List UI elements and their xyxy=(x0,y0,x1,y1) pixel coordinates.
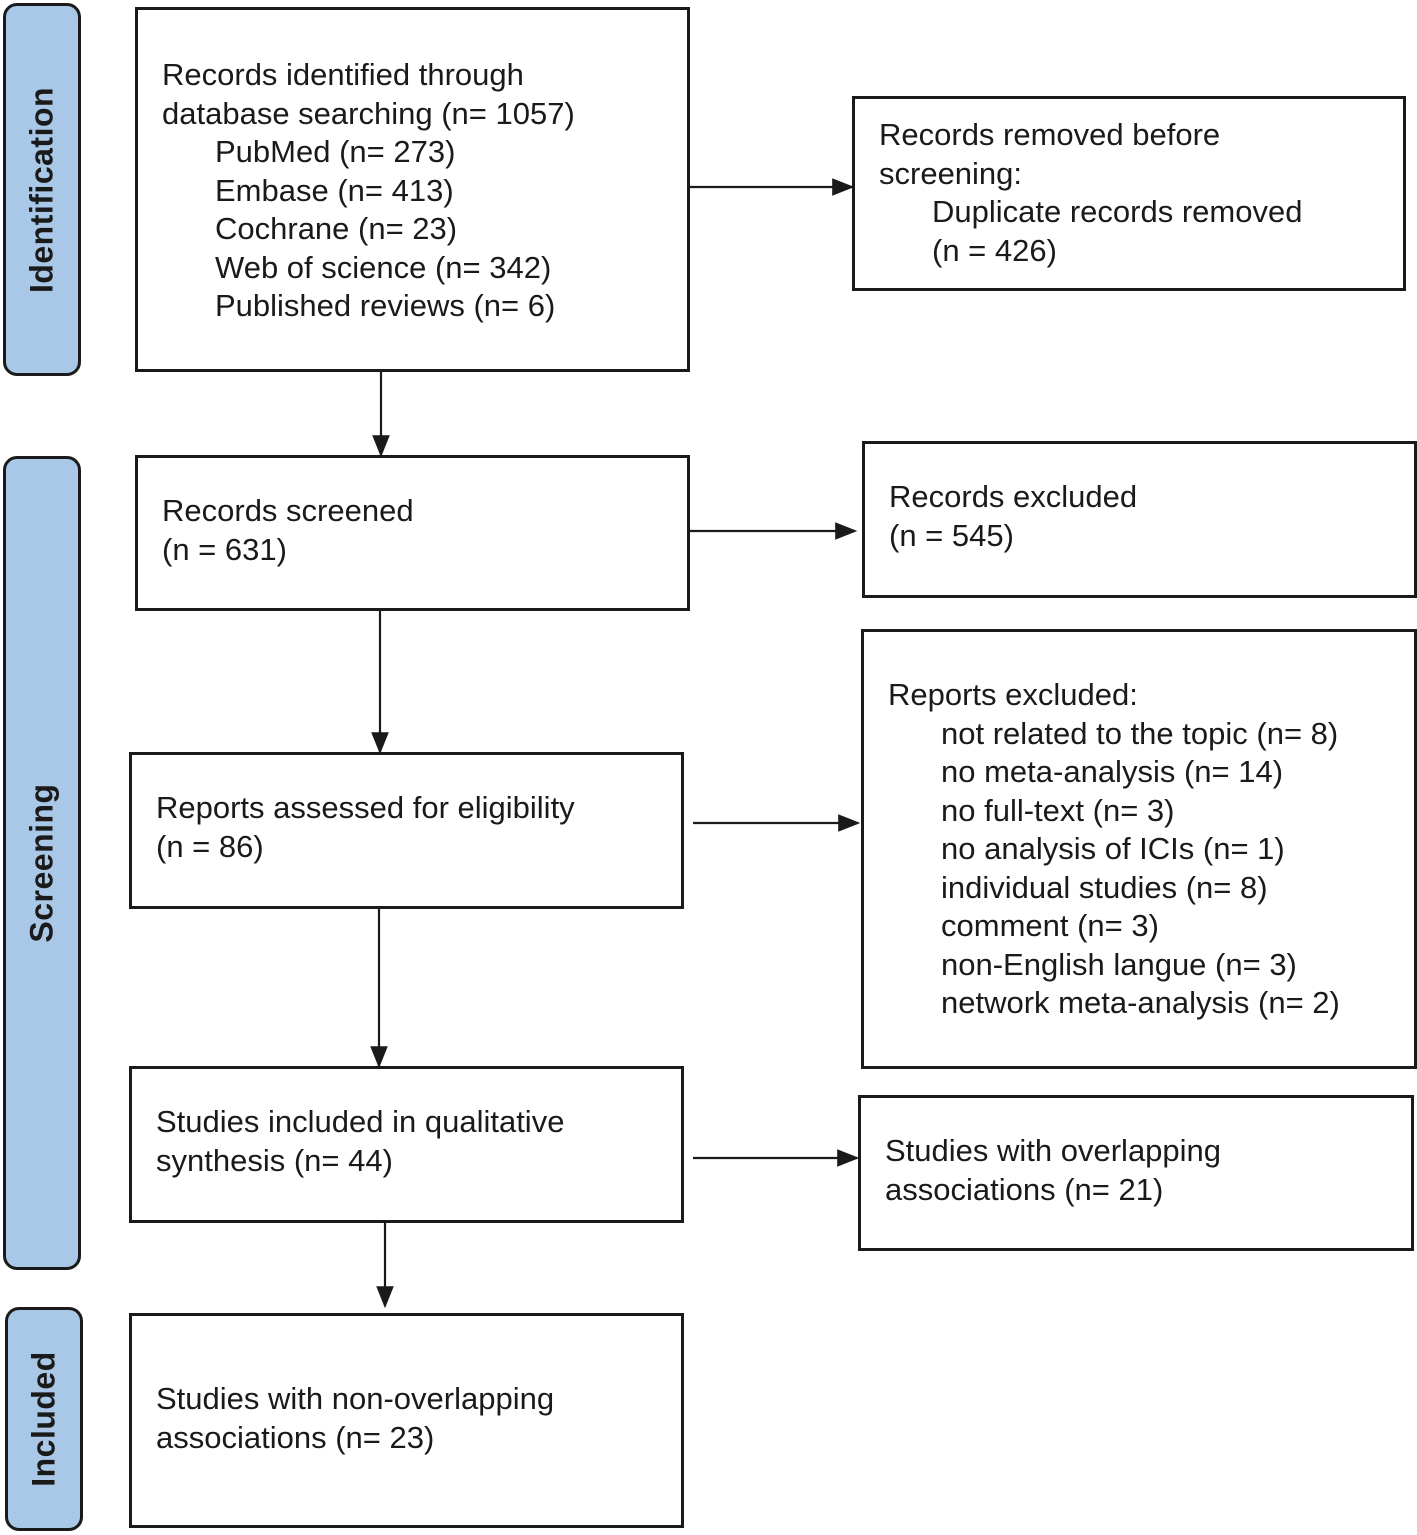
records-removed-line: screening: xyxy=(879,155,1023,191)
records-identified-line: Records identified through xyxy=(162,57,524,92)
non-overlapping-associations-line: associations (n= 23) xyxy=(156,1419,435,1455)
reports-excluded-heading: Reports excluded: xyxy=(888,677,1138,712)
exclusion-reason: individual studies (n= 8) xyxy=(941,869,1268,905)
records-removed-detail: Duplicate records removed xyxy=(932,194,1303,229)
records-identified-line: database searching (n= 1057) xyxy=(162,95,575,131)
exclusion-reason: non-English langue (n= 3) xyxy=(941,946,1297,982)
overlapping-associations-box: Studies with overlapping associations (n… xyxy=(858,1095,1414,1251)
non-overlapping-associations-line: Studies with non-overlapping xyxy=(156,1381,555,1416)
source-item: Published reviews (n= 6) xyxy=(215,288,556,323)
exclusion-reason: no full-text (n= 3) xyxy=(941,792,1175,828)
records-removed-box: Records removed before screening: Duplic… xyxy=(852,96,1406,291)
records-excluded-line: Records excluded xyxy=(889,479,1138,514)
exclusion-reason: comment (n= 3) xyxy=(941,908,1159,943)
phase-included: Included xyxy=(5,1307,83,1531)
reports-assessed-box: Reports assessed for eligibility (n = 86… xyxy=(129,752,684,909)
exclusion-reason: network meta-analysis (n= 2) xyxy=(941,985,1340,1020)
overlapping-associations-line: associations (n= 21) xyxy=(885,1171,1164,1207)
records-excluded-line: (n = 545) xyxy=(889,517,1014,553)
exclusion-reason: no meta-analysis (n= 14) xyxy=(941,754,1284,789)
reports-excluded-box: Reports excluded: not related to the top… xyxy=(861,629,1417,1069)
records-removed-line: Records removed before xyxy=(879,117,1221,152)
qualitative-synthesis-line: Studies included in qualitative xyxy=(156,1104,565,1139)
source-item: PubMed (n= 273) xyxy=(215,134,456,169)
source-item: Cochrane (n= 23) xyxy=(215,211,458,246)
reports-assessed-line: (n = 86) xyxy=(156,828,264,864)
records-screened-line: (n = 631) xyxy=(162,531,287,567)
records-removed-detail: (n = 426) xyxy=(932,232,1057,268)
qualitative-synthesis-box: Studies included in qualitative synthesi… xyxy=(129,1066,684,1223)
records-screened-box: Records screened (n = 631) xyxy=(135,455,690,611)
qualitative-synthesis-line: synthesis (n= 44) xyxy=(156,1142,393,1178)
source-item: Embase (n= 413) xyxy=(215,172,454,208)
source-item: Web of science (n= 342) xyxy=(215,249,552,285)
exclusion-reason: no analysis of ICIs (n= 1) xyxy=(941,831,1285,866)
records-screened-line: Records screened xyxy=(162,493,414,528)
reports-assessed-line: Reports assessed for eligibility xyxy=(156,790,575,825)
phase-screening: Screening xyxy=(3,456,81,1270)
records-excluded-box: Records excluded (n = 545) xyxy=(862,441,1417,598)
records-identified-box: Records identified through database sear… xyxy=(135,7,690,372)
non-overlapping-associations-box: Studies with non-overlapping association… xyxy=(129,1313,684,1528)
overlapping-associations-line: Studies with overlapping xyxy=(885,1133,1222,1168)
exclusion-reason: not related to the topic (n= 8) xyxy=(941,715,1339,751)
phase-identification: Identification xyxy=(3,3,81,376)
